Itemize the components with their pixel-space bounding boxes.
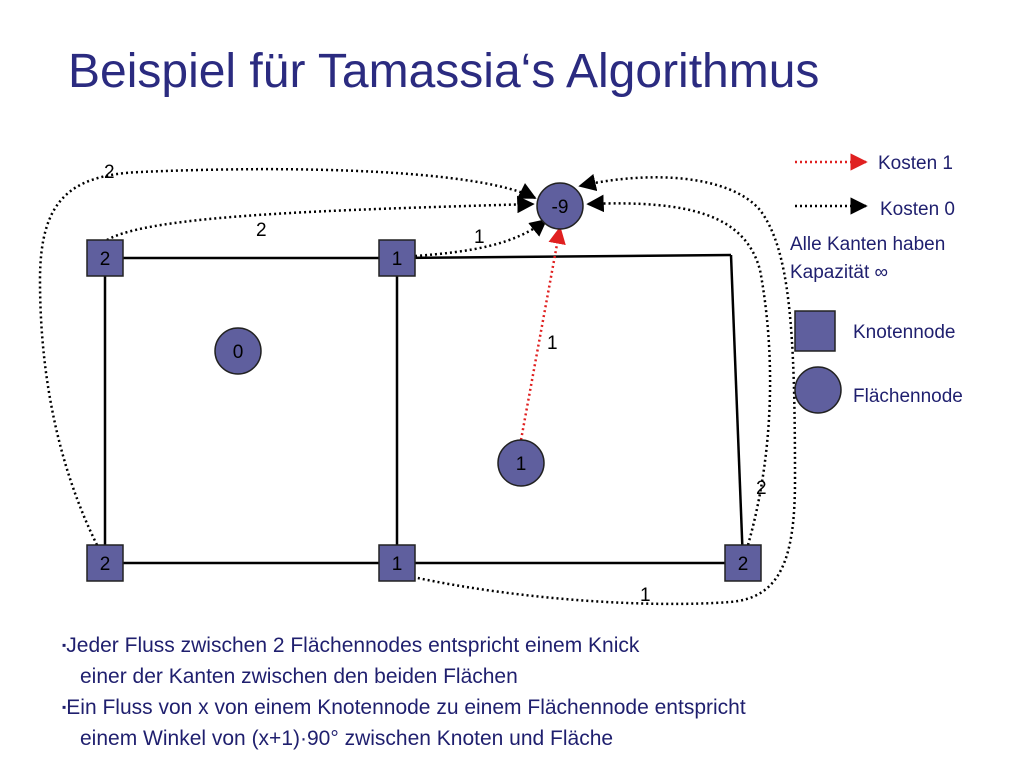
legend-cost1-label: Kosten 1 xyxy=(878,153,953,174)
flow-label-bottom-right-to-outer: 2 xyxy=(756,478,767,499)
face-node-right-label: 1 xyxy=(516,454,527,475)
legend: Kosten 1 Kosten 0 Alle Kanten haben Kapa… xyxy=(790,153,963,414)
flow-top-left-to-outer xyxy=(106,195,535,242)
flow-label-top-left-to-outer: 2 xyxy=(256,220,267,241)
bullet-marker: ▪ xyxy=(62,700,67,714)
bullet-2-text: Ein Fluss von x von einem Knotennode zu … xyxy=(66,696,746,719)
vertex-node-bottom-mid-label: 1 xyxy=(392,554,403,575)
bullet-2-line-1: ▪Ein Fluss von x von einem Knotennode zu… xyxy=(62,692,746,723)
vertex-node-top-mid-label: 1 xyxy=(392,249,403,270)
face-node-right: 1 xyxy=(497,439,545,487)
vertex-node-bottom-right: 2 xyxy=(724,544,762,582)
vertex-node-top-left-label: 2 xyxy=(100,249,111,270)
vertex-node-top-left: 2 xyxy=(86,239,124,277)
edge-top-mid-top-right xyxy=(396,253,732,260)
slide-title: Beispiel für Tamassia‘s Algorithmus xyxy=(68,45,820,98)
flow-label-outer-top-loop: 2 xyxy=(104,162,115,183)
flow-bottom-mid-to-outer xyxy=(412,173,797,606)
vertex-node-bottom-right-label: 2 xyxy=(738,554,749,575)
bullet-marker: ▪ xyxy=(62,638,67,652)
vertex-node-bottom-left-label: 2 xyxy=(100,554,111,575)
vertex-node-top-mid: 1 xyxy=(378,239,416,277)
face-node-left-label: 0 xyxy=(233,342,244,363)
bullet-1-line-1: ▪Jeder Fluss zwischen 2 Flächennodes ent… xyxy=(62,630,746,661)
bullet-1-text: Jeder Fluss zwischen 2 Flächennodes ents… xyxy=(66,634,640,657)
legend-capacity-line2: Kapazität ∞ xyxy=(790,262,888,283)
graph-edges xyxy=(103,253,745,565)
face-node-outer: -9 xyxy=(536,182,584,230)
legend-vertex-node-label: Knotennode xyxy=(853,322,956,343)
flow-arrows-cost0 xyxy=(38,167,797,606)
legend-face-node-label: Flächennode xyxy=(853,386,963,407)
flow-label-bottom-mid-to-outer: 1 xyxy=(640,585,651,606)
flow-label-right-face-to-outer: 1 xyxy=(547,333,558,354)
vertex-node-bottom-mid: 1 xyxy=(378,544,416,582)
legend-face-node-swatch xyxy=(794,366,842,414)
bullet-2-line-2: einem Winkel von (x+1)·90° zwischen Knot… xyxy=(80,727,614,750)
flow-label-top-mid-to-outer: 1 xyxy=(474,227,485,248)
flow-bottom-left-to-outer xyxy=(38,167,537,546)
flow-bottom-right-to-outer xyxy=(586,194,772,546)
flow-right-face-to-outer xyxy=(519,226,566,441)
bullet-1-line-2: einer der Kanten zwischen den beiden Flä… xyxy=(80,665,518,688)
edge-top-right-bottom-right xyxy=(729,254,745,564)
face-node-left: 0 xyxy=(214,327,262,375)
explanation-bullets: ▪Jeder Fluss zwischen 2 Flächennodes ent… xyxy=(62,630,746,754)
face-node-outer-label: -9 xyxy=(552,197,569,218)
legend-cost0-label: Kosten 0 xyxy=(880,199,955,220)
legend-vertex-node-swatch xyxy=(794,310,836,352)
vertex-node-bottom-left: 2 xyxy=(86,544,124,582)
flow-top-mid-to-outer xyxy=(414,218,548,258)
legend-capacity-line1: Alle Kanten haben xyxy=(790,234,945,255)
